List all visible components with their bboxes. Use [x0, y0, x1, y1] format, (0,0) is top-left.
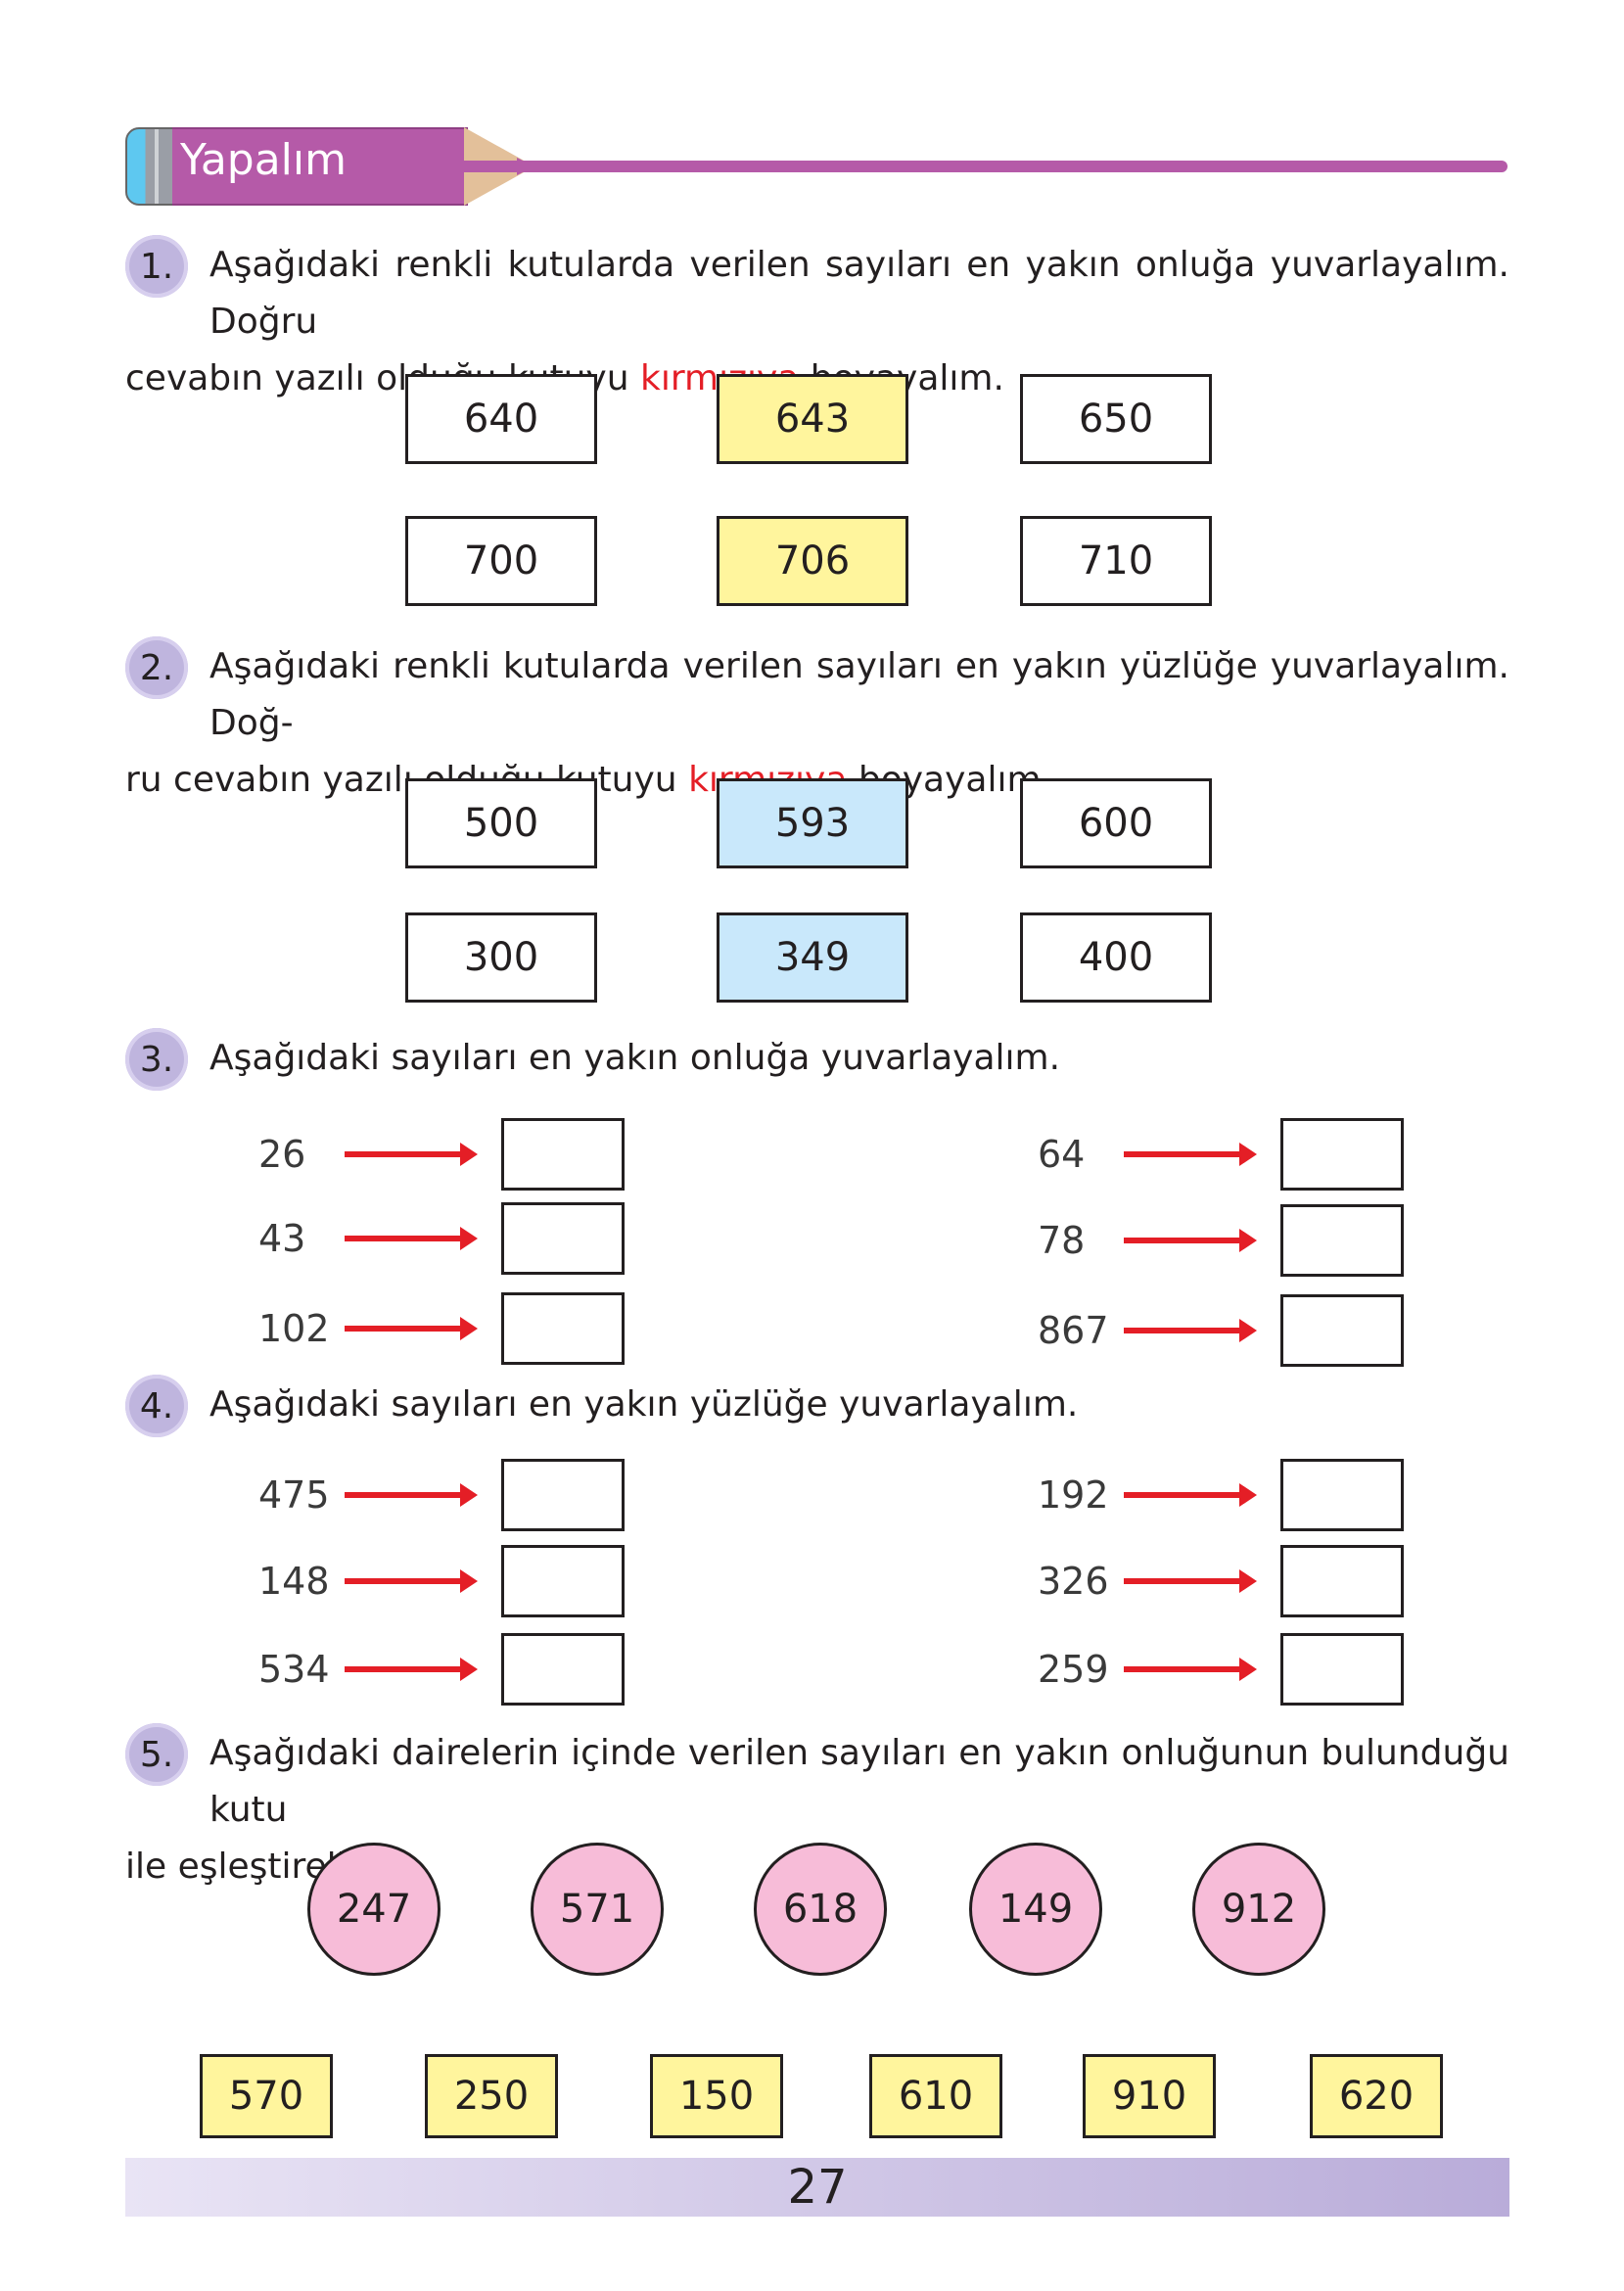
q4-answer-box[interactable]	[501, 1633, 625, 1706]
number-circle[interactable]: 247	[307, 1843, 441, 1976]
q4-row: 475	[258, 1459, 846, 1531]
q2-box[interactable]: 400	[1020, 912, 1212, 1003]
q3-answer-box[interactable]	[501, 1118, 625, 1191]
q3-number: 26	[258, 1133, 306, 1176]
q4-row: 192	[1038, 1459, 1624, 1531]
q4-number: 259	[1038, 1648, 1109, 1691]
q3-row: 102	[258, 1292, 846, 1365]
arrow-right-icon	[345, 1483, 478, 1507]
q4-answer-box[interactable]	[1280, 1633, 1404, 1706]
q1-colored-box: 706	[717, 516, 908, 606]
question-number-1: 1.	[125, 235, 188, 298]
q3-answer-box[interactable]	[1280, 1204, 1404, 1277]
question-3-line: Aşağıdaki sayıları en yakın onluğa yuvar…	[209, 1038, 1061, 1078]
arrow-right-icon	[1124, 1319, 1257, 1342]
match-box[interactable]: 910	[1083, 2054, 1216, 2138]
q3-answer-box[interactable]	[501, 1292, 625, 1365]
q1-box[interactable]: 640	[405, 374, 597, 464]
q4-number: 148	[258, 1560, 330, 1603]
number-circle[interactable]: 149	[969, 1843, 1102, 1976]
pencil-line	[421, 161, 1508, 172]
q4-number: 475	[258, 1473, 330, 1517]
q4-answer-box[interactable]	[501, 1545, 625, 1617]
section-title: Yapalım	[180, 135, 347, 185]
q3-row: 64	[1038, 1118, 1624, 1191]
q3-number: 78	[1038, 1219, 1086, 1262]
question-number-3: 3.	[125, 1028, 188, 1091]
arrow-right-icon	[345, 1569, 478, 1593]
match-box[interactable]: 620	[1310, 2054, 1443, 2138]
q4-answer-box[interactable]	[1280, 1545, 1404, 1617]
question-number-4: 4.	[125, 1375, 188, 1437]
q4-number: 192	[1038, 1473, 1109, 1517]
arrow-right-icon	[1124, 1143, 1257, 1166]
arrow-right-icon	[345, 1658, 478, 1681]
q3-row: 26	[258, 1118, 846, 1191]
match-box[interactable]: 150	[650, 2054, 783, 2138]
q3-answer-box[interactable]	[501, 1202, 625, 1275]
match-box[interactable]: 250	[425, 2054, 558, 2138]
q4-number: 326	[1038, 1560, 1109, 1603]
number-circle[interactable]: 571	[531, 1843, 664, 1976]
q2-box[interactable]: 300	[405, 912, 597, 1003]
q2-colored-box: 593	[717, 778, 908, 868]
q4-answer-box[interactable]	[501, 1459, 625, 1531]
q4-row: 148	[258, 1545, 846, 1617]
q4-answer-box[interactable]	[1280, 1459, 1404, 1531]
q3-answer-box[interactable]	[1280, 1118, 1404, 1191]
question-3-text: Aşağıdaki sayıları en yakın onluğa yuvar…	[125, 1030, 1509, 1087]
number-circle[interactable]: 912	[1192, 1843, 1325, 1976]
arrow-right-icon	[345, 1317, 478, 1340]
pencil-eraser-band	[125, 127, 174, 206]
q1-box[interactable]: 710	[1020, 516, 1212, 606]
q3-number: 102	[258, 1307, 330, 1350]
match-box[interactable]: 610	[869, 2054, 1002, 2138]
question-1-line-1: Aşağıdaki renkli kutularda verilen sayıl…	[209, 245, 1509, 342]
q1-box[interactable]: 650	[1020, 374, 1212, 464]
footer-bar: 27	[125, 2158, 1509, 2217]
question-5-text: Aşağıdaki dairelerin içinde verilen sayı…	[125, 1725, 1509, 1895]
arrow-right-icon	[1124, 1229, 1257, 1252]
match-box[interactable]: 570	[200, 2054, 333, 2138]
q4-row: 259	[1038, 1633, 1624, 1706]
q3-answer-box[interactable]	[1280, 1294, 1404, 1367]
page-number: 27	[787, 2160, 848, 2215]
q3-row: 867	[1038, 1294, 1624, 1367]
q3-number: 64	[1038, 1133, 1086, 1176]
q4-number: 534	[258, 1648, 330, 1691]
question-1-text: Aşağıdaki renkli kutularda verilen sayıl…	[125, 237, 1509, 407]
q2-box[interactable]: 600	[1020, 778, 1212, 868]
q4-row: 326	[1038, 1545, 1624, 1617]
question-2-line-1: Aşağıdaki renkli kutularda verilen sayıl…	[209, 646, 1509, 743]
q2-box[interactable]: 500	[405, 778, 597, 868]
number-circle[interactable]: 618	[754, 1843, 887, 1976]
q2-colored-box: 349	[717, 912, 908, 1003]
q4-row: 534	[258, 1633, 846, 1706]
arrow-right-icon	[345, 1227, 478, 1250]
q3-number: 43	[258, 1217, 306, 1260]
q3-row: 43	[258, 1202, 846, 1275]
question-4-line: Aşağıdaki sayıları en yakın yüzlüğe yuva…	[209, 1384, 1079, 1425]
q3-row: 78	[1038, 1204, 1624, 1277]
q3-number: 867	[1038, 1309, 1109, 1352]
question-4-text: Aşağıdaki sayıları en yakın yüzlüğe yuva…	[125, 1377, 1509, 1433]
pencil-body	[172, 127, 468, 206]
question-5-line-1: Aşağıdaki dairelerin içinde verilen sayı…	[209, 1733, 1509, 1830]
question-number-5: 5.	[125, 1723, 188, 1786]
arrow-right-icon	[1124, 1483, 1257, 1507]
arrow-right-icon	[345, 1143, 478, 1166]
arrow-right-icon	[1124, 1569, 1257, 1593]
q1-box[interactable]: 700	[405, 516, 597, 606]
q1-colored-box: 643	[717, 374, 908, 464]
arrow-right-icon	[1124, 1658, 1257, 1681]
question-number-2: 2.	[125, 636, 188, 699]
